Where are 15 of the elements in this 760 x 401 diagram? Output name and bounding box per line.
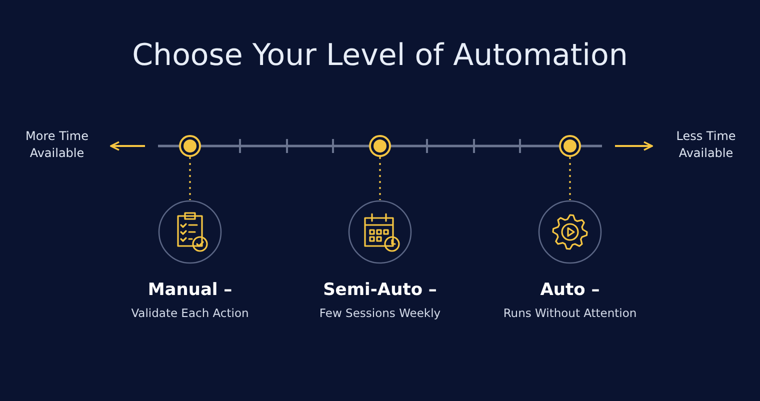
level-heading: Manual – (146, 280, 234, 300)
level-description: Runs Without Attention (502, 306, 638, 320)
scale-marker (559, 135, 581, 157)
connector-line (379, 157, 381, 200)
level-description: Few Sessions Weekly (318, 306, 442, 320)
title: Choose Your Level of Automation (131, 38, 629, 73)
connector-line (569, 157, 571, 200)
level-heading: Semi-Auto – (322, 280, 438, 300)
scale-marker (179, 135, 201, 157)
axis-label: More Time Available (24, 128, 90, 162)
level-description: Validate Each Action (130, 306, 250, 320)
level-heading: Auto – (539, 280, 601, 300)
axis-label: Less Time Available (675, 128, 737, 162)
connector-line (189, 157, 191, 200)
scale-marker (369, 135, 391, 157)
